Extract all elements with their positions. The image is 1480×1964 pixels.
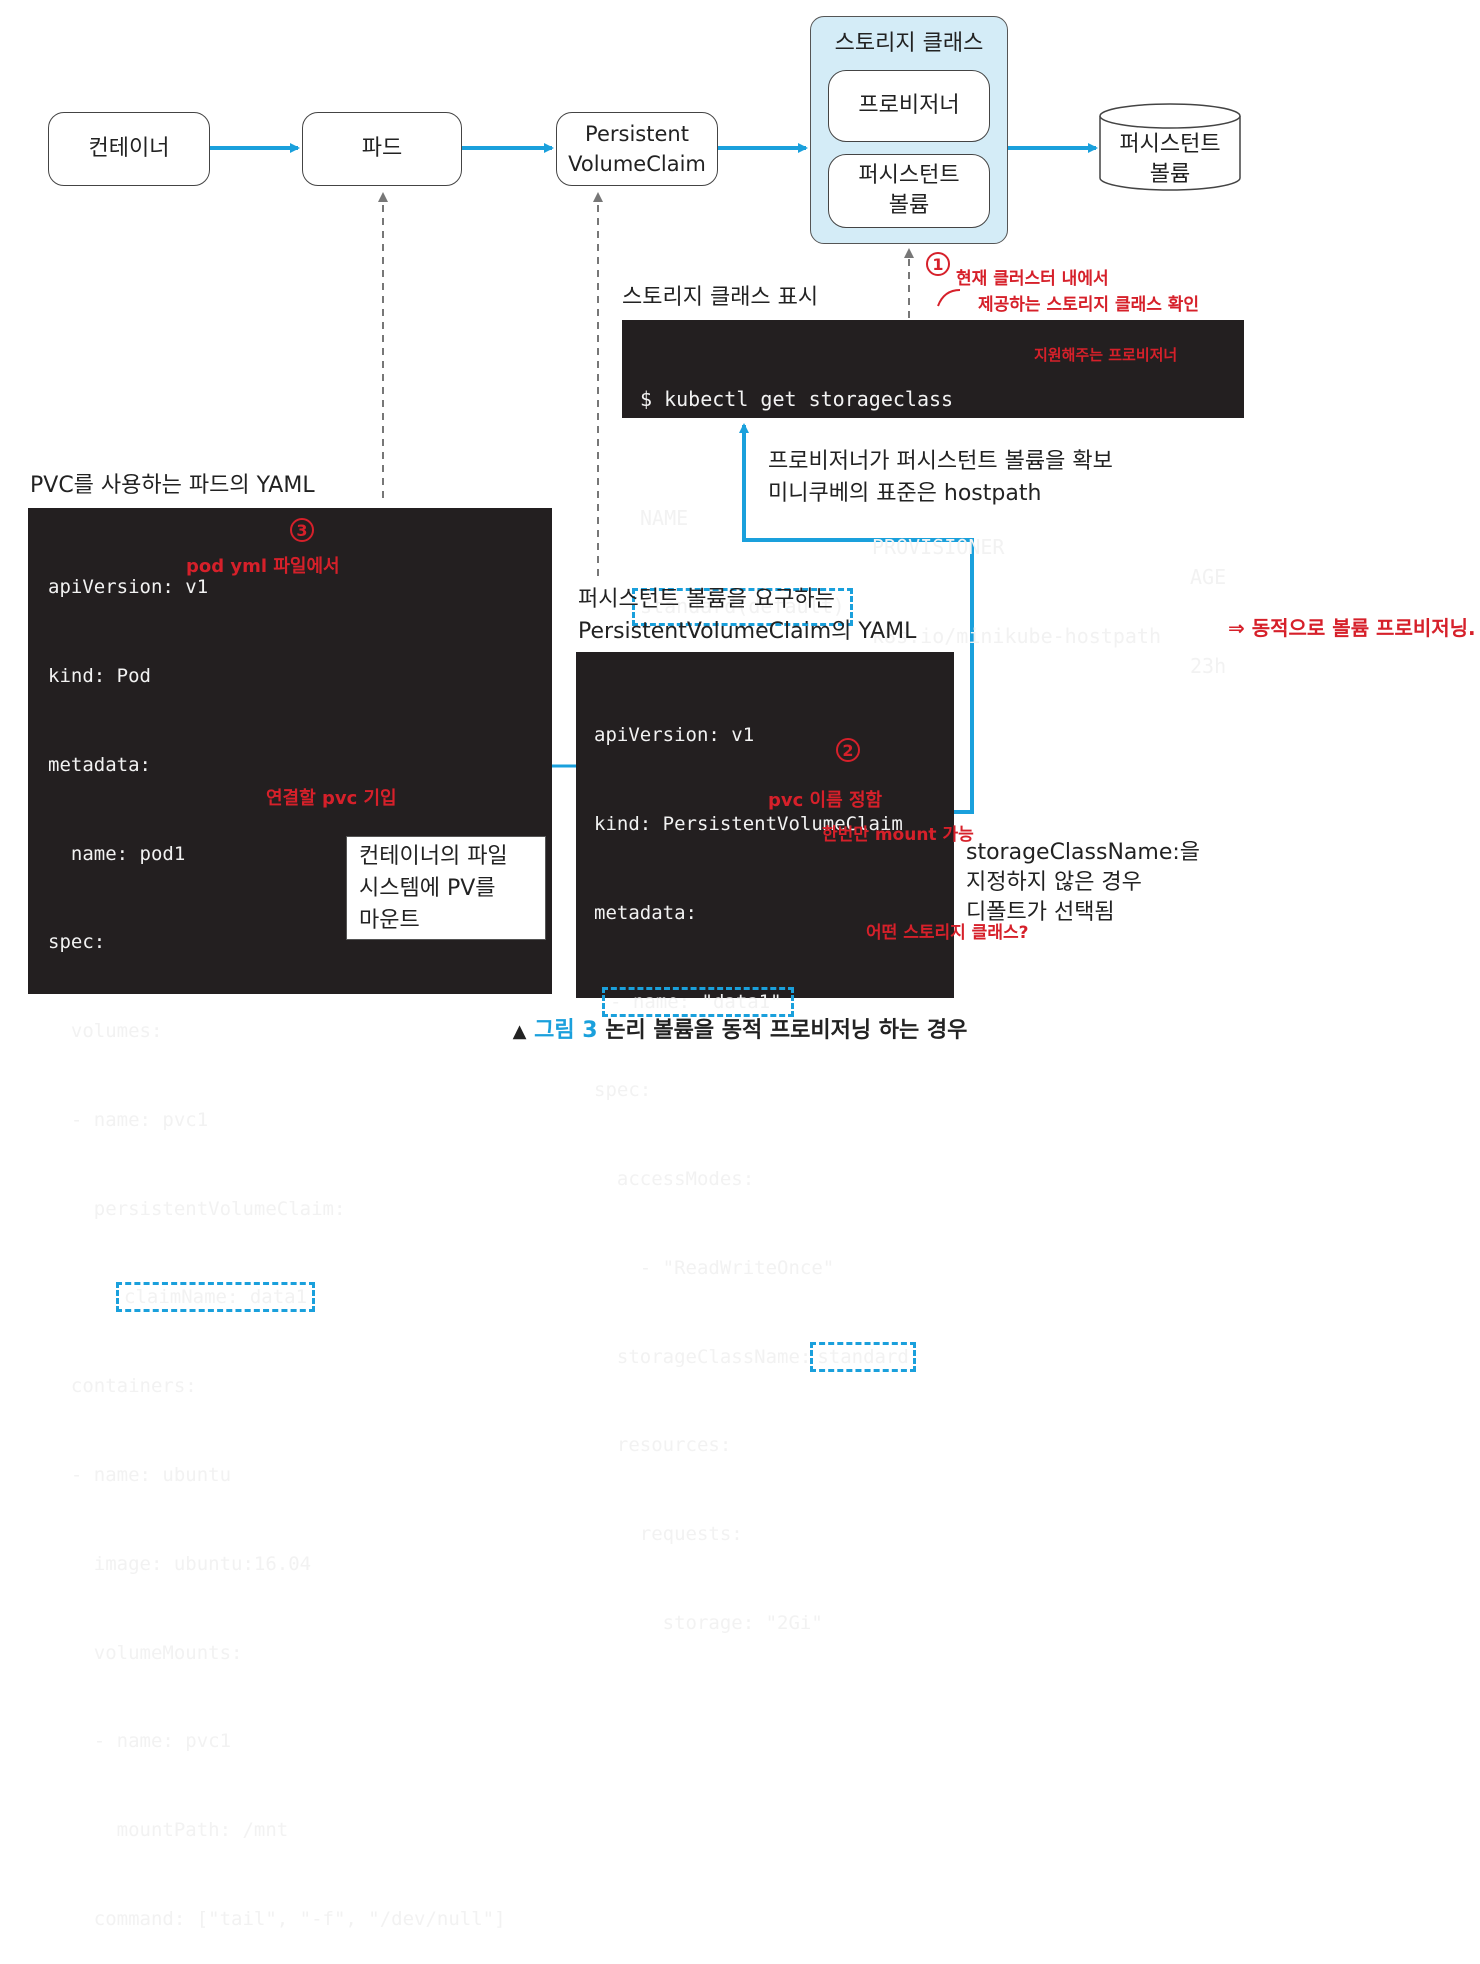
pod-node: 파드 xyxy=(302,112,462,186)
pod-yaml-line: metadata: xyxy=(48,753,151,776)
figure-caption: ▲ 그림 3 논리 볼륨을 동적 프로비저닝 하는 경우 xyxy=(0,1012,1480,1044)
pvc-yaml-access-value: ReadWriteOnce xyxy=(674,1256,823,1279)
persistent-volume-cylinder-icon xyxy=(1099,103,1241,191)
annotation-connect-pvc: 연결할 pvc 기입 xyxy=(266,788,397,809)
pvc-yaml-line: kind: PersistentVolumeClaim xyxy=(594,812,903,835)
pod-yaml-line: image: ubuntu:16.04 xyxy=(48,1552,312,1575)
default-storage-class-note: storageClassName:을 지정하지 않은 경우 디폴트가 선택됨 xyxy=(966,838,1200,928)
pvc-yaml-access-post: " xyxy=(822,1256,835,1279)
pv-cylinder-label-line2: 볼륨 xyxy=(1149,162,1191,187)
annotation-number-3: 3 xyxy=(290,518,314,542)
pvc-yaml-line: - "ReadWriteOnce" xyxy=(594,1254,936,1284)
pv-in-class-label-line2: 볼륨 xyxy=(888,193,930,218)
pod-yaml-line: kind: Pod xyxy=(48,662,532,692)
annotation-dynamic-text: 동적으로 볼륨 프로비저닝. xyxy=(1251,616,1476,640)
default-note-line2: 지정하지 않은 경우 xyxy=(966,870,1142,895)
terminal-row-provisioner: k8s.io/minikube-hostpath xyxy=(872,623,1161,648)
pvc-node-label-line1: Persistent xyxy=(585,122,689,146)
pvc-yaml-title-line2: PersistentVolumeClaim의 YAML xyxy=(578,619,917,644)
provisioner-note: 프로비저너가 퍼시스턴트 볼륨을 확보 미니쿠베의 표준은 hostpath xyxy=(768,446,1113,510)
pv-in-class-label-line1: 퍼시스턴트 xyxy=(858,163,960,188)
pv-cylinder-label-line1: 퍼시스턴트 xyxy=(1119,132,1221,157)
mount-callout-line1: 컨테이너의 파일 xyxy=(359,844,508,869)
pod-yaml-line: - name: pvc1 xyxy=(48,1730,232,1753)
pvc-yaml-storage-class-value: standard xyxy=(810,1341,916,1372)
provisioner-note-line2: 미니쿠베의 표준은 hostpath xyxy=(768,481,1042,506)
caption-text: 논리 볼륨을 동적 프로비저닝 하는 경우 xyxy=(605,1018,968,1043)
pod-yaml-line: volumes: xyxy=(48,1020,163,1043)
pvc-yaml-line: metadata: xyxy=(594,901,697,924)
pod-yaml-line: spec: xyxy=(48,931,106,954)
pod-yaml-line: volumeMounts: xyxy=(48,1641,243,1664)
pod-yaml-line: name: pod1 xyxy=(48,842,186,865)
pod-yaml-claim-name: claimName: data1 xyxy=(115,1282,316,1313)
pvc-yaml-line: requests: xyxy=(594,1523,743,1546)
pod-yaml-line: command: ["tail", "-f", "/dev/null"] xyxy=(48,1907,506,1930)
pvc-yaml-access-pre: - " xyxy=(594,1256,675,1279)
storage-class-title: 스토리지 클래스 xyxy=(834,31,984,56)
annotation-dynamic-provisioning: ⇒ 동적으로 볼륨 프로비저닝. xyxy=(1228,612,1476,641)
terminal-header-provisioner: PROVISIONER xyxy=(872,535,1005,560)
mount-callout: 컨테이너의 파일 시스템에 PV를 마운트 xyxy=(346,836,546,940)
pod-yaml-line: mountPath: /mnt xyxy=(48,1819,289,1842)
pvc-yaml-title-line1: 퍼시스턴트 볼륨을 요구하는 xyxy=(578,587,835,612)
annotation-pod-yml: pod yml 파일에서 xyxy=(186,556,340,577)
caption-figure-number: 그림 3 xyxy=(534,1018,598,1043)
annotation-1-line2: 제공하는 스토리지 클래스 확인 xyxy=(978,295,1200,315)
pvc-yaml-line: - name: "data1" xyxy=(594,986,936,1018)
annotation-which-class: 어떤 스토리지 클래스? xyxy=(866,923,1029,943)
pvc-yaml-storage-class-key: storageClassName: xyxy=(594,1345,812,1368)
annotation-provisioner: 지원해주는 프로비저너 xyxy=(1034,346,1178,364)
terminal-header-name: NAME xyxy=(640,505,689,530)
pvc-yaml-line: storageClassName:standard xyxy=(594,1341,936,1373)
pvc-yaml-line: storage: "2Gi" xyxy=(594,1612,823,1634)
pod-yaml-line: persistentVolumeClaim: xyxy=(48,1197,346,1220)
pvc-yaml-line: spec: xyxy=(594,1079,652,1102)
terminal-header-age: AGE xyxy=(1190,564,1227,589)
pod-node-label: 파드 xyxy=(361,136,403,161)
pod-yaml-line: apiVersion: v1 xyxy=(48,576,209,599)
terminal-command: $ kubectl get storageclass xyxy=(640,387,954,412)
provisioner-node-label: 프로비저너 xyxy=(858,93,960,118)
mount-callout-line2: 시스템에 PV를 xyxy=(359,876,496,901)
pod-yaml-line: claimName: data1 xyxy=(48,1282,532,1313)
container-node-label: 컨테이너 xyxy=(88,136,170,161)
pod-yaml-line: containers: xyxy=(48,1375,197,1398)
caption-marker-icon: ▲ xyxy=(512,1021,527,1042)
pvc-node: Persistent VolumeClaim xyxy=(556,112,718,186)
pvc-yaml-metadata-name: - name: "data1" xyxy=(602,986,794,1017)
annotation-pvc-name: pvc 이름 정함 xyxy=(768,790,883,811)
terminal-row-age: 23h xyxy=(1190,653,1227,678)
mount-callout-line3: 마운트 xyxy=(359,908,420,933)
annotation-mount-once: 한번만 mount 가능 xyxy=(822,825,974,845)
terminal-storageclass: $ kubectl get storageclass NAME PROVISIO… xyxy=(622,320,1244,678)
terminal-row-name: standard(default) xyxy=(632,588,853,626)
annotation-1-text: 현재 클러스터 내에서 제공하는 스토리지 클래스 확인 xyxy=(956,266,1199,318)
pvc-yaml-line: resources: xyxy=(594,1434,732,1457)
pod-yaml-line: - name: pvc1 xyxy=(48,1108,209,1131)
pod-yaml-line: - name: ubuntu xyxy=(48,1464,232,1486)
pvc-yaml-line: apiVersion: v1 xyxy=(594,724,755,747)
pv-cylinder-label: 퍼시스턴트 볼륨 xyxy=(1100,130,1240,190)
annotation-1-line1: 현재 클러스터 내에서 xyxy=(956,269,1109,289)
pvc-yaml-title: 퍼시스턴트 볼륨을 요구하는 PersistentVolumeClaim의 YA… xyxy=(578,584,916,648)
pod-yaml-title: PVC를 사용하는 파드의 YAML xyxy=(30,473,315,498)
annotation-number-1: 1 xyxy=(926,252,950,276)
terminal-data-row: standard(default) k8s.io/minikube-hostpa… xyxy=(632,563,1226,678)
annotation-arrow-icon: ⇒ xyxy=(1228,616,1245,640)
pv-in-class-node: 퍼시스턴트 볼륨 xyxy=(828,154,990,228)
annotation-number-2: 2 xyxy=(836,738,860,762)
terminal-header-row: NAME PROVISIONER AGE xyxy=(640,474,1226,589)
storage-class-display-label: 스토리지 클래스 표시 xyxy=(622,285,819,310)
provisioner-note-line1: 프로비저너가 퍼시스턴트 볼륨을 확보 xyxy=(768,449,1113,474)
default-note-line1: storageClassName:을 xyxy=(966,840,1201,865)
pod-yaml-kind-value: Pod xyxy=(116,664,151,687)
red-arrow-annotation-1 xyxy=(937,289,961,307)
pvc-yaml-line: accessModes: xyxy=(594,1168,755,1191)
pvc-node-label-line2: VolumeClaim xyxy=(568,152,706,176)
default-note-line3: 디폴트가 선택됨 xyxy=(966,900,1115,925)
provisioner-node: 프로비저너 xyxy=(828,70,990,142)
container-node: 컨테이너 xyxy=(48,112,210,186)
pod-yaml-kind-key: kind: xyxy=(48,664,117,687)
